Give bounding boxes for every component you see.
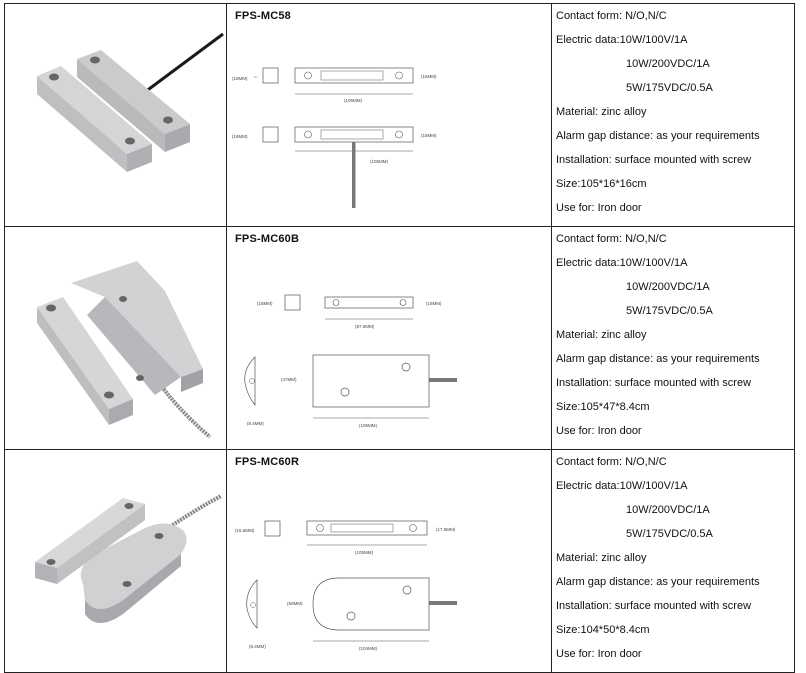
dimension-label: (105MM) bbox=[359, 423, 378, 428]
spec-cell: Contact form: N/O,N/C Electric data:10W/… bbox=[551, 3, 795, 227]
spec-contact-form: Contact form: N/O,N/C bbox=[556, 456, 667, 468]
model-name: FPS-MC60B bbox=[235, 233, 300, 245]
spec-use: Use for: Iron door bbox=[556, 202, 642, 214]
spec-electric-data-2: 10W/200VDC/1A bbox=[626, 281, 710, 293]
dimension-label: (8.4MM) bbox=[247, 421, 264, 426]
dimension-label: (17.5MM) bbox=[436, 527, 456, 532]
spec-electric-data: Electric data:10W/100V/1A bbox=[556, 257, 688, 269]
spec-electric-data-3: 5W/175VDC/0.5A bbox=[626, 528, 713, 540]
product-spec-table: FPS-MC58 (16MM) (16MM) (105MM) (16MM) (1… bbox=[4, 3, 795, 673]
spec-cell: Contact form: N/O,N/C Electric data:10W/… bbox=[551, 226, 795, 450]
rounded-magnetic-contact-with-armored-cable-icon bbox=[35, 494, 222, 623]
product-photo-cell bbox=[4, 3, 227, 227]
spec-contact-form: Contact form: N/O,N/C bbox=[556, 233, 667, 245]
product-row: FPS-MC60B (18MM) (16MM) (87.5MM) (8.4MM)… bbox=[4, 226, 795, 450]
spec-electric-data: Electric data:10W/100V/1A bbox=[556, 34, 688, 46]
dimension-label: (16MM) bbox=[232, 134, 248, 139]
spec-material: Material: zinc alloy bbox=[556, 329, 647, 341]
dimension-label: (87.5MM) bbox=[355, 324, 375, 329]
spec-gap: Alarm gap distance: as your requirements bbox=[556, 576, 760, 588]
spec-gap: Alarm gap distance: as your requirements bbox=[556, 130, 760, 142]
rectangular-surface-magnetic-contact-with-cable-icon bbox=[37, 32, 224, 172]
spec-list: Contact form: N/O,N/C Electric data:10W/… bbox=[552, 227, 794, 449]
dimension-drawing: (16MM) (16MM) (105MM) (16MM) (16MM) (105… bbox=[232, 67, 437, 208]
dimension-label: (16MM) bbox=[421, 74, 437, 79]
dimension-drawing: (18MM) (16MM) (87.5MM) (8.4MM) (47MM) (1… bbox=[244, 294, 457, 428]
technical-drawing-cell: FPS-MC60B (18MM) (16MM) (87.5MM) (8.4MM)… bbox=[226, 226, 552, 450]
dimension-label: (105MM) bbox=[370, 159, 389, 164]
technical-drawing-cell: FPS-MC60R (16.5MM) (17.5MM) (105MM) (8.4… bbox=[226, 449, 552, 673]
dimension-label: (50MM) bbox=[287, 601, 303, 606]
spec-installation: Installation: surface mounted with screw bbox=[556, 154, 752, 166]
spec-use: Use for: Iron door bbox=[556, 648, 642, 660]
dimension-label: (18MM) bbox=[257, 301, 273, 306]
spec-cell: Contact form: N/O,N/C Electric data:10W/… bbox=[551, 449, 795, 673]
dimension-drawing: (16.5MM) (17.5MM) (105MM) (8.4MM) (50MM)… bbox=[235, 520, 457, 651]
product-row: FPS-MC60R (16.5MM) (17.5MM) (105MM) (8.4… bbox=[4, 449, 795, 673]
spec-material: Material: zinc alloy bbox=[556, 552, 647, 564]
spec-list: Contact form: N/O,N/C Electric data:10W/… bbox=[552, 450, 794, 672]
model-name: FPS-MC58 bbox=[235, 10, 291, 22]
spec-electric-data-2: 10W/200VDC/1A bbox=[626, 504, 710, 516]
spec-size: Size:105*16*16cm bbox=[556, 178, 647, 190]
model-name: FPS-MC60R bbox=[235, 456, 300, 468]
dimension-label: (47MM) bbox=[281, 377, 297, 382]
dimension-label: (16MM) bbox=[232, 76, 248, 81]
wedge-magnetic-contact-with-armored-cable-icon bbox=[37, 261, 212, 439]
spec-list: Contact form: N/O,N/C Electric data:10W/… bbox=[552, 4, 794, 226]
spec-size: Size:105*47*8.4cm bbox=[556, 401, 650, 413]
spec-gap: Alarm gap distance: as your requirements bbox=[556, 353, 760, 365]
spec-material: Material: zinc alloy bbox=[556, 106, 647, 118]
spec-contact-form: Contact form: N/O,N/C bbox=[556, 10, 667, 22]
product-photo-cell bbox=[4, 226, 227, 450]
product-photo-cell bbox=[4, 449, 227, 673]
dimension-label: (16MM) bbox=[426, 301, 442, 306]
spec-electric-data-3: 5W/175VDC/0.5A bbox=[626, 82, 713, 94]
spec-installation: Installation: surface mounted with screw bbox=[556, 377, 752, 389]
spec-electric-data: Electric data:10W/100V/1A bbox=[556, 480, 688, 492]
dimension-label: (105MM) bbox=[355, 550, 374, 555]
spec-use: Use for: Iron door bbox=[556, 425, 642, 437]
dimension-label: (8.4MM) bbox=[249, 644, 266, 649]
dimension-label: (16MM) bbox=[421, 133, 437, 138]
dimension-label: (16.5MM) bbox=[235, 528, 255, 533]
dimension-label: (105MM) bbox=[344, 98, 363, 103]
spec-installation: Installation: surface mounted with screw bbox=[556, 600, 752, 612]
spec-size: Size:104*50*8.4cm bbox=[556, 624, 650, 636]
technical-drawing-cell: FPS-MC58 (16MM) (16MM) (105MM) (16MM) (1… bbox=[226, 3, 552, 227]
product-row: FPS-MC58 (16MM) (16MM) (105MM) (16MM) (1… bbox=[4, 3, 795, 227]
spec-electric-data-3: 5W/175VDC/0.5A bbox=[626, 305, 713, 317]
spec-electric-data-2: 10W/200VDC/1A bbox=[626, 58, 710, 70]
dimension-label: (104MM) bbox=[359, 646, 378, 651]
